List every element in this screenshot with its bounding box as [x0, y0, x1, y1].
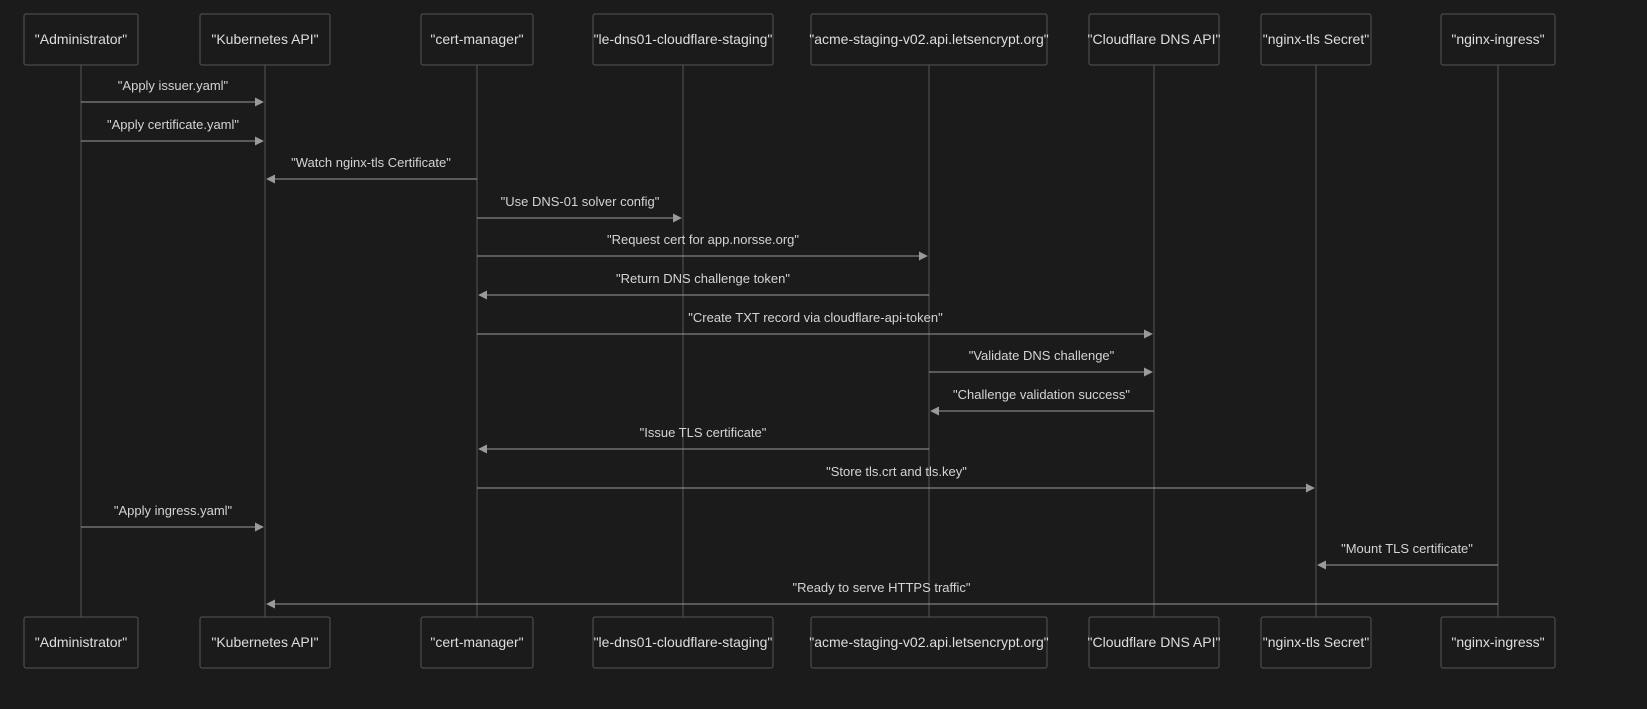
- message-label: "Create TXT record via cloudflare-api-to…: [688, 310, 943, 325]
- actor-box: [592, 13, 774, 66]
- actor-label: "nginx-ingress": [1451, 31, 1544, 47]
- actor-label: "le-dns01-cloudflare-staging": [594, 31, 773, 47]
- actor-label: "nginx-tls Secret": [1263, 31, 1369, 47]
- message-label: "Challenge validation success": [953, 387, 1130, 402]
- message-label: "Return DNS challenge token": [616, 271, 790, 286]
- actor-label: "Administrator": [35, 31, 127, 47]
- message-label: "Apply ingress.yaml": [114, 503, 233, 518]
- message-13: "Mount TLS certificate": [1317, 541, 1498, 570]
- message-label: "Mount TLS certificate": [1341, 541, 1473, 556]
- actor-bottom-le-dns01-cloudflare-staging: "le-dns01-cloudflare-staging": [592, 616, 774, 669]
- actor-box: [1088, 616, 1220, 669]
- actor-top-nginx-ingress: "nginx-ingress": [1440, 13, 1556, 66]
- message-9: "Challenge validation success": [930, 387, 1154, 416]
- actor-bottom-nginx-tls-secret: "nginx-tls Secret": [1260, 616, 1372, 669]
- message-label: "Request cert for app.norsse.org": [607, 232, 799, 247]
- message-11: "Store tls.crt and tls.key": [477, 464, 1315, 493]
- message-10: "Issue TLS certificate": [478, 425, 929, 454]
- message-8: "Validate DNS challenge": [929, 348, 1153, 377]
- actor-top-cloudflare-dns-api: "Cloudflare DNS API": [1088, 13, 1221, 66]
- actor-top-le-dns01-cloudflare-staging: "le-dns01-cloudflare-staging": [592, 13, 774, 66]
- actor-bottom-cloudflare-dns-api: "Cloudflare DNS API": [1088, 616, 1221, 669]
- message-5: "Request cert for app.norsse.org": [477, 232, 928, 261]
- message-12: "Apply ingress.yaml": [81, 503, 264, 532]
- actor-top-nginx-tls-secret: "nginx-tls Secret": [1260, 13, 1372, 66]
- message-1: "Apply issuer.yaml": [81, 78, 264, 107]
- actor-label: "nginx-ingress": [1451, 634, 1544, 650]
- actor-box: [1260, 13, 1372, 66]
- actor-box: [23, 616, 139, 669]
- actor-box: [1440, 616, 1556, 669]
- actor-top-cert-manager: "cert-manager": [420, 13, 534, 66]
- actor-box: [810, 13, 1048, 66]
- actor-label: "acme-staging-v02.api.letsencrypt.org": [809, 634, 1049, 650]
- actor-bottom-acme-staging: "acme-staging-v02.api.letsencrypt.org": [809, 616, 1049, 669]
- message-14: "Ready to serve HTTPS traffic": [266, 580, 1498, 609]
- message-label: "Store tls.crt and tls.key": [826, 464, 967, 479]
- message-6: "Return DNS challenge token": [478, 271, 929, 300]
- actor-bottom-nginx-ingress: "nginx-ingress": [1440, 616, 1556, 669]
- actor-box: [420, 13, 534, 66]
- actor-label: "cert-manager": [430, 634, 523, 650]
- actor-box: [810, 616, 1048, 669]
- actor-box: [1440, 13, 1556, 66]
- actor-top-acme-staging: "acme-staging-v02.api.letsencrypt.org": [809, 13, 1049, 66]
- message-label: "Validate DNS challenge": [969, 348, 1115, 363]
- actor-label: "cert-manager": [430, 31, 523, 47]
- message-label: "Apply issuer.yaml": [118, 78, 229, 93]
- message-3: "Watch nginx-tls Certificate": [266, 155, 477, 184]
- actor-bottom-kubernetes-api: "Kubernetes API": [199, 616, 331, 669]
- actor-label: "acme-staging-v02.api.letsencrypt.org": [809, 31, 1049, 47]
- message-2: "Apply certificate.yaml": [81, 117, 264, 146]
- message-label: "Issue TLS certificate": [640, 425, 767, 440]
- actor-label: "le-dns01-cloudflare-staging": [594, 634, 773, 650]
- message-7: "Create TXT record via cloudflare-api-to…: [477, 310, 1153, 339]
- actor-label: "Kubernetes API": [211, 31, 318, 47]
- actor-box: [199, 13, 331, 66]
- actor-label: "Kubernetes API": [211, 634, 318, 650]
- actor-box: [23, 13, 139, 66]
- message-label: "Ready to serve HTTPS traffic": [792, 580, 970, 595]
- actor-label: "Cloudflare DNS API": [1088, 31, 1221, 47]
- message-label: "Use DNS-01 solver config": [501, 194, 660, 209]
- actor-top-administrator: "Administrator": [23, 13, 139, 66]
- actor-label: "Administrator": [35, 634, 127, 650]
- actor-bottom-cert-manager: "cert-manager": [420, 616, 534, 669]
- message-label: "Watch nginx-tls Certificate": [291, 155, 451, 170]
- message-label: "Apply certificate.yaml": [107, 117, 239, 132]
- actor-box: [199, 616, 331, 669]
- actor-label: "Cloudflare DNS API": [1088, 634, 1221, 650]
- actor-box: [420, 616, 534, 669]
- actor-box: [1260, 616, 1372, 669]
- actor-box: [1088, 13, 1220, 66]
- message-4: "Use DNS-01 solver config": [477, 194, 682, 223]
- actor-box: [592, 616, 774, 669]
- actor-top-kubernetes-api: "Kubernetes API": [199, 13, 331, 66]
- actor-bottom-administrator: "Administrator": [23, 616, 139, 669]
- actor-label: "nginx-tls Secret": [1263, 634, 1369, 650]
